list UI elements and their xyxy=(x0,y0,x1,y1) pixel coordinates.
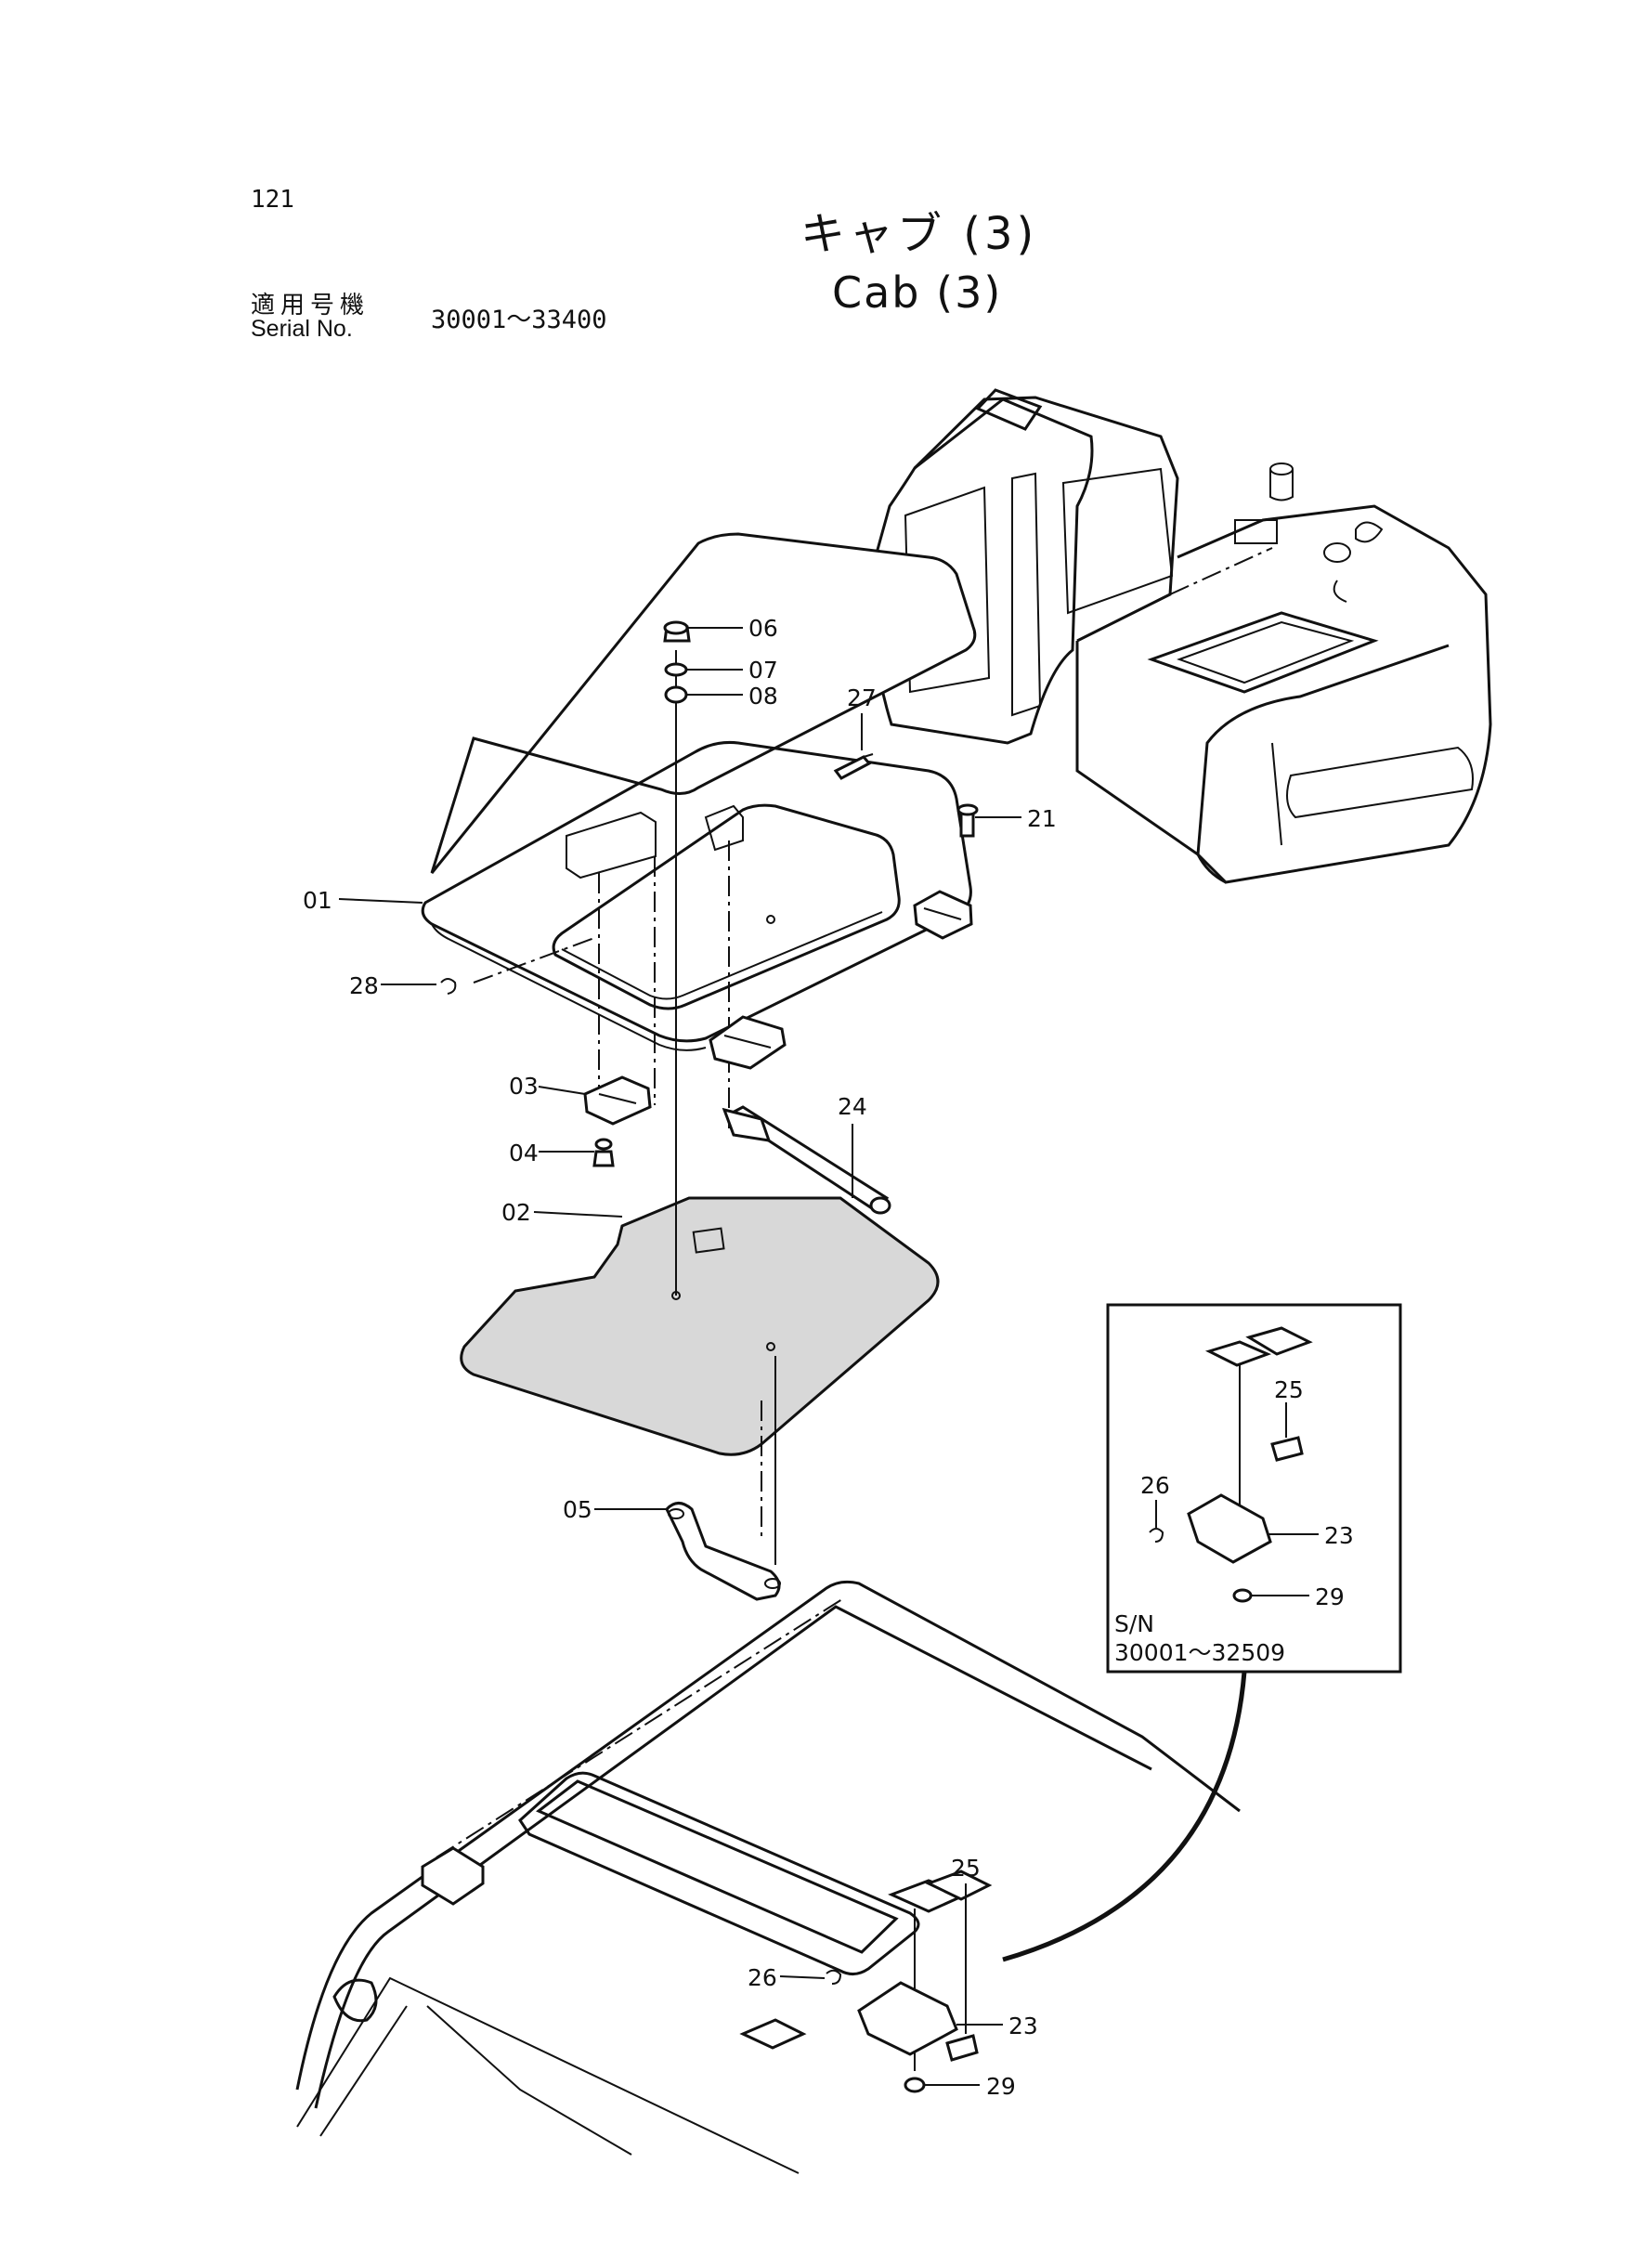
serial-label-english: Serial No. xyxy=(251,316,353,342)
callout-01: 01 xyxy=(303,887,332,914)
title-english: Cab (3) xyxy=(832,267,1003,318)
roof-hatch-01 xyxy=(421,532,977,1128)
inset-callout-26: 26 xyxy=(1140,1472,1170,1499)
excavator-overview xyxy=(870,388,1492,884)
bracket-03 xyxy=(583,1075,652,1167)
callout-24: 24 xyxy=(838,1093,867,1120)
title-japanese: キャブ (3) xyxy=(800,208,1038,260)
inset-sn-label: S/N xyxy=(1114,1610,1154,1637)
serial-range: 30001～33400 xyxy=(431,306,607,334)
inset-callout-23: 23 xyxy=(1324,1522,1354,1549)
callout-02: 02 xyxy=(501,1199,531,1226)
grab-handle-05 xyxy=(665,1502,781,1601)
callout-03: 03 xyxy=(509,1073,539,1100)
floor-mat-02 xyxy=(460,1196,940,1456)
serial-label-japanese: 適用号機 xyxy=(251,292,371,319)
inset-callout-25: 25 xyxy=(1274,1376,1304,1403)
inset-callout-29: 29 xyxy=(1315,1583,1345,1610)
callout-07: 07 xyxy=(748,657,778,684)
inset-labels: 25 26 23 29 S/N 30001～32509 xyxy=(1114,1376,1354,1666)
callout-06: 06 xyxy=(748,615,778,642)
callout-27: 27 xyxy=(847,684,877,711)
callout-04: 04 xyxy=(509,1140,539,1166)
callout-labels: 06 07 08 27 21 01 28 03 04 24 02 05 25 2… xyxy=(303,615,1057,2100)
callout-28: 28 xyxy=(349,972,379,999)
callout-08: 08 xyxy=(748,683,778,710)
callout-23: 23 xyxy=(1008,2013,1038,2039)
inset-detail-box xyxy=(1106,1303,1402,1674)
callout-25: 25 xyxy=(951,1855,981,1882)
callout-26: 26 xyxy=(748,1964,777,1991)
callout-21: 21 xyxy=(1027,805,1057,832)
callout-29: 29 xyxy=(986,2073,1016,2100)
inset-sn-range: 30001～32509 xyxy=(1114,1639,1285,1666)
gas-damper-24 xyxy=(722,1105,891,1215)
page-number: 121 xyxy=(251,186,294,214)
callout-05: 05 xyxy=(563,1496,592,1523)
cab-roof-assembly xyxy=(295,1580,1241,2174)
callout-leaders xyxy=(338,627,1319,2086)
bolt-washer-nut-stack xyxy=(663,620,691,704)
